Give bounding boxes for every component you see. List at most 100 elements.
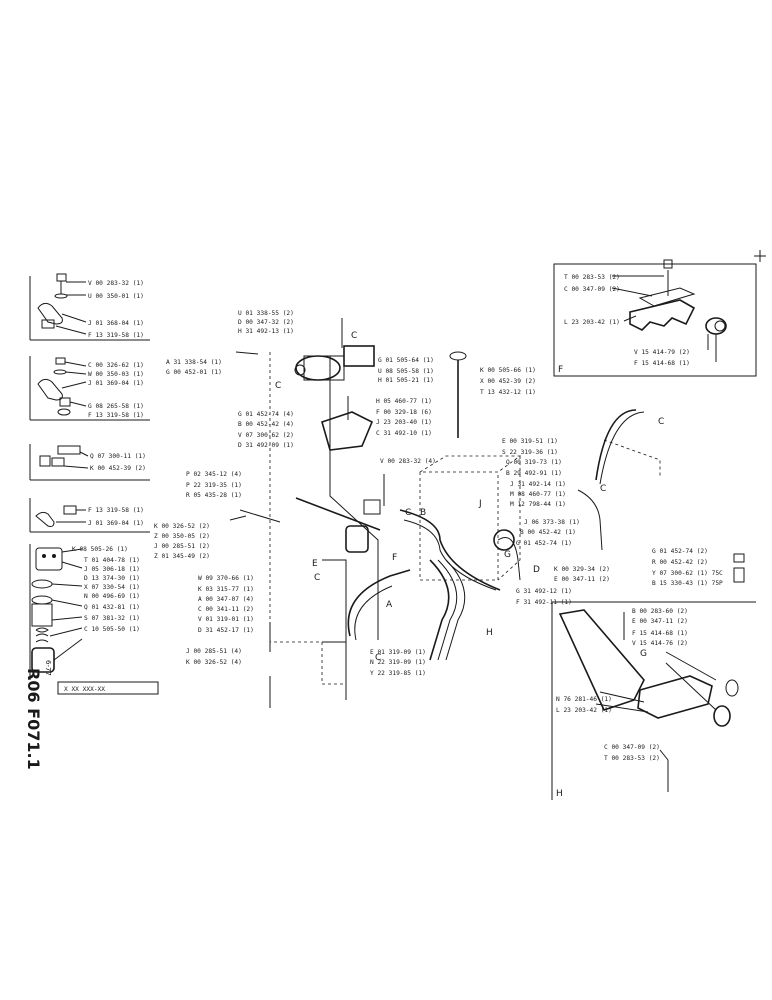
label: K 00 329-34 (2) bbox=[554, 566, 610, 573]
label: D 00 347-32 (2) bbox=[238, 319, 294, 326]
callout-h: H bbox=[486, 628, 493, 638]
hose-bundle-icon bbox=[429, 559, 450, 661]
label: K 00 505-66 (1) bbox=[480, 367, 536, 374]
registration-mark bbox=[754, 250, 766, 262]
pressure-filter-icon bbox=[493, 529, 515, 551]
washer-icon bbox=[53, 369, 67, 375]
clamp-block-icon bbox=[629, 299, 696, 331]
cap-icon bbox=[733, 553, 745, 563]
callout-b: B bbox=[420, 508, 426, 518]
label: G 08 265-58 (1) bbox=[88, 403, 144, 410]
stamp-text: X XX XXX-XX bbox=[64, 686, 105, 693]
label: Q 00 319-73 (1) bbox=[506, 459, 562, 466]
label: Z 01 345-49 (2) bbox=[154, 553, 210, 560]
label: T 00 283-53 (2) bbox=[604, 755, 660, 762]
label: K 00 326-52 (4) bbox=[186, 659, 242, 666]
label: H 05 460-77 (1) bbox=[376, 398, 432, 405]
callout-c: C bbox=[405, 508, 411, 518]
label: K 08 505-26 (1) bbox=[72, 546, 128, 553]
clamp-block-icon bbox=[637, 675, 713, 719]
callout-j: J bbox=[478, 499, 482, 509]
bolt-icon bbox=[56, 273, 67, 282]
callout-c: C bbox=[275, 381, 281, 391]
label: H 01 505-21 (1) bbox=[378, 377, 434, 384]
label: G 01 452-74 (2) bbox=[652, 548, 708, 555]
hose-end-icon bbox=[239, 509, 281, 523]
sleeve-icon bbox=[725, 679, 739, 697]
label: H 31 492-13 (1) bbox=[238, 328, 294, 335]
label: G 01 452-74 (4) bbox=[238, 411, 294, 418]
pump-body-icon bbox=[303, 355, 345, 381]
banjo-fitting-icon bbox=[37, 378, 63, 401]
label: Y 22 319-85 (1) bbox=[370, 670, 426, 677]
mounting-plate-icon bbox=[558, 609, 645, 711]
frame-outline bbox=[269, 352, 346, 685]
label: E 00 347-11 (2) bbox=[632, 618, 688, 625]
callout-c: C bbox=[351, 331, 357, 341]
fitting-icon bbox=[235, 351, 259, 355]
filter-head-icon bbox=[35, 547, 63, 571]
callout-e: E bbox=[312, 559, 318, 569]
pump-head-icon bbox=[343, 345, 375, 367]
stamp-box bbox=[57, 681, 159, 695]
label: V 00 283-32 (4) bbox=[380, 458, 436, 465]
label: C 00 347-09 (2) bbox=[564, 286, 620, 293]
label: W 00 350-03 (1) bbox=[88, 371, 144, 378]
label: J 31 492-14 (1) bbox=[510, 481, 566, 488]
label: N 76 281-46 (1) bbox=[556, 696, 612, 703]
valve-block-icon bbox=[321, 411, 374, 451]
side-stamp: R06 F071.1 6-77 X XX XXX-XX bbox=[24, 660, 159, 770]
plug-icon bbox=[63, 505, 77, 515]
label: F 15 414-68 (1) bbox=[634, 360, 690, 367]
box-h-letter: H bbox=[556, 789, 563, 799]
label: J 00 285-51 (2) bbox=[154, 543, 210, 550]
label: D 13 374-30 (1) bbox=[84, 575, 140, 582]
label: V 07 300-62 (2) bbox=[238, 432, 294, 439]
label: U 01 338-55 (2) bbox=[238, 310, 294, 317]
hose-b-icon bbox=[399, 509, 501, 591]
label: X 00 452-39 (2) bbox=[480, 378, 536, 385]
label: B 00 452-42 (1) bbox=[520, 529, 576, 536]
nut-icon bbox=[39, 455, 51, 467]
filler-cap-icon bbox=[449, 351, 467, 361]
label: K 00 326-52 (2) bbox=[154, 523, 210, 530]
seal-icon bbox=[31, 595, 53, 605]
label: J 06 373-38 (1) bbox=[524, 519, 580, 526]
label: J 01 368-04 (1) bbox=[88, 320, 144, 327]
label: B 29 492-91 (1) bbox=[506, 470, 562, 477]
part-group-banjo-2 bbox=[29, 356, 150, 421]
label: C 10 505-50 (1) bbox=[84, 626, 140, 633]
label: P 22 319-35 (1) bbox=[186, 482, 242, 489]
cap-icon bbox=[55, 357, 66, 365]
label: D 31 492-09 (1) bbox=[238, 442, 294, 449]
part-labels: V 00 283-32 (1) U 00 350-01 (1) J 01 368… bbox=[72, 274, 723, 762]
label: J 01 369-04 (1) bbox=[88, 380, 144, 387]
part-group-union bbox=[29, 444, 150, 481]
main-assembly bbox=[229, 318, 661, 708]
nut-icon bbox=[59, 397, 71, 407]
label: F 31 492-11 (1) bbox=[516, 599, 572, 606]
label: B 15 330-43 (1) 75P bbox=[652, 580, 723, 587]
washer-icon bbox=[54, 293, 68, 299]
callout-c: C bbox=[600, 484, 606, 494]
callout-c: C bbox=[658, 417, 664, 427]
label: V 15 414-79 (2) bbox=[634, 349, 690, 356]
label: J 23 203-40 (1) bbox=[376, 419, 432, 426]
label: U 00 350-01 (1) bbox=[88, 293, 144, 300]
motor-icon bbox=[295, 355, 341, 381]
label: T 01 404-78 (1) bbox=[84, 557, 140, 564]
elbow-fitting-icon bbox=[35, 511, 55, 527]
label: J 01 369-04 (1) bbox=[88, 520, 144, 527]
label: Q 01 432-81 (1) bbox=[84, 604, 140, 611]
label: M 08 460-77 (1) bbox=[510, 491, 566, 498]
callout-letters: C C C C C C C B F E A H G D J bbox=[275, 331, 664, 663]
label: S 22 319-36 (1) bbox=[502, 449, 558, 456]
label: N 00 496-69 (1) bbox=[84, 593, 140, 600]
detail-box-gh: G H bbox=[551, 553, 756, 800]
label: K 03 315-77 (1) bbox=[198, 586, 254, 593]
label: F 00 329-18 (6) bbox=[376, 409, 432, 416]
label: F 13 319-58 (1) bbox=[88, 507, 144, 514]
callout-d: D bbox=[533, 565, 540, 575]
label: J 00 285-51 (4) bbox=[186, 648, 242, 655]
